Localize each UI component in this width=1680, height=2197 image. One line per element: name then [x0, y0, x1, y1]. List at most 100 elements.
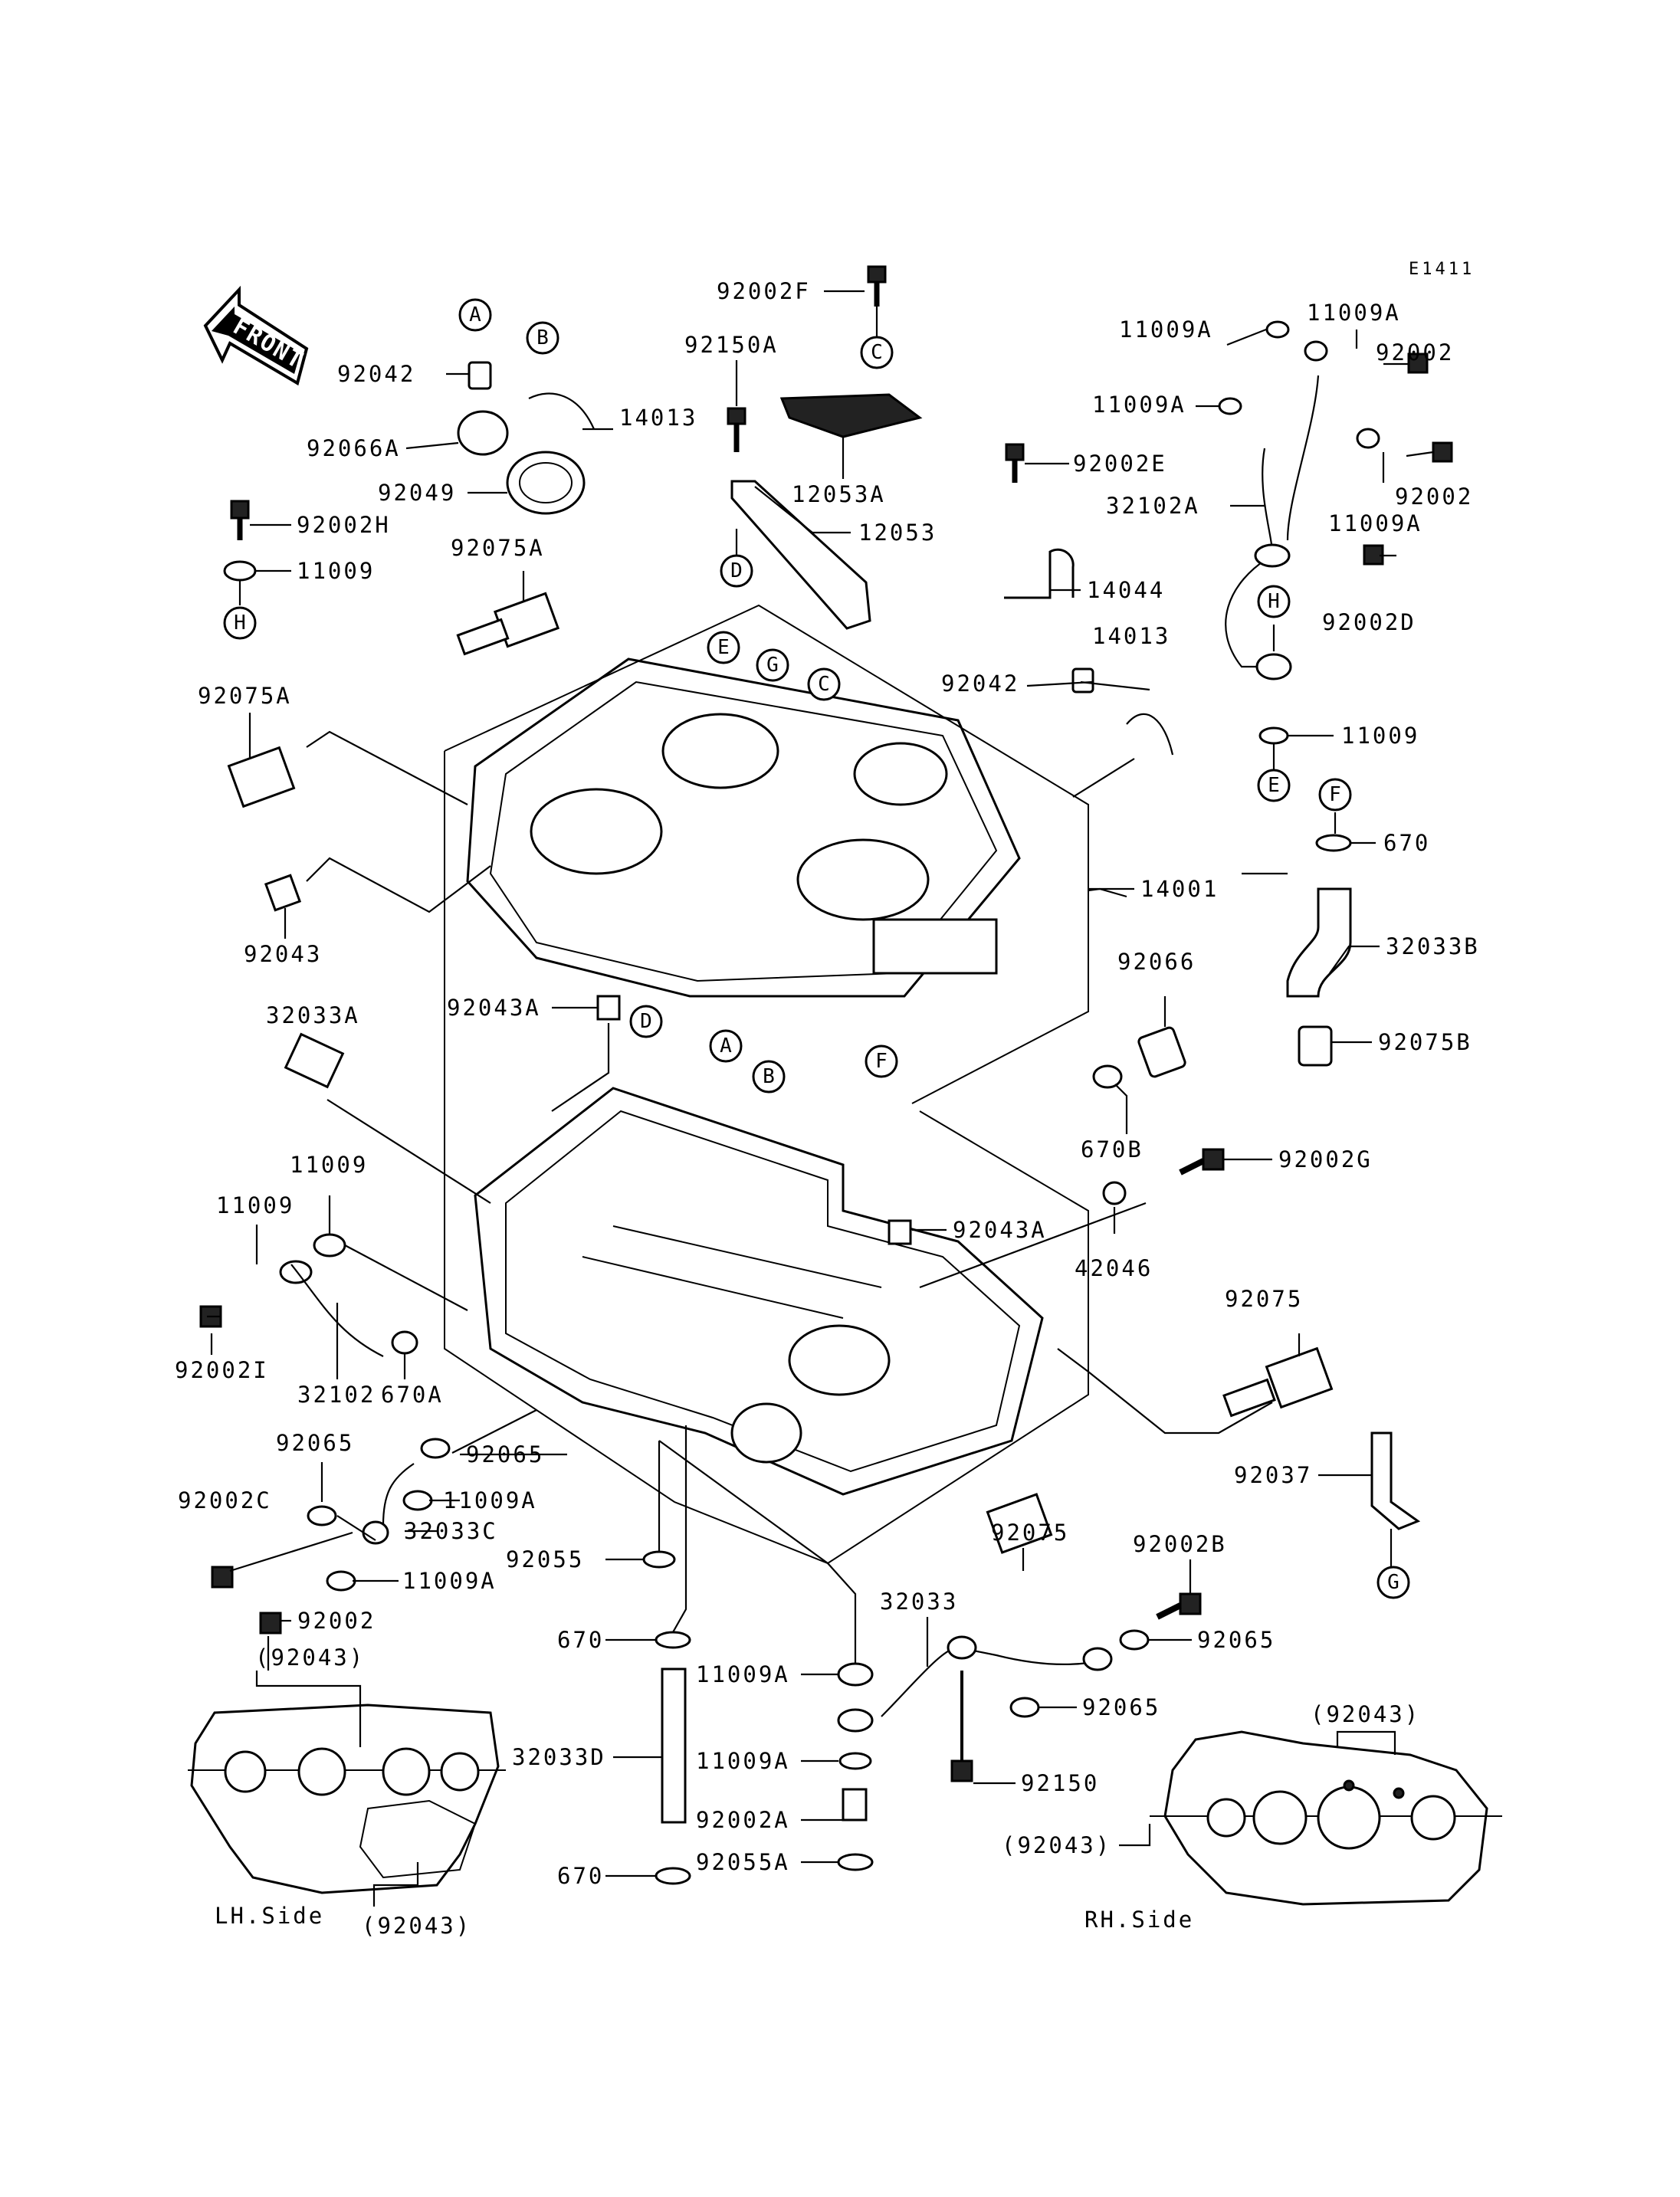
label-32033B: 32033B — [1386, 933, 1480, 959]
marker-A2: A — [709, 1029, 743, 1063]
label-92075A-top: 92075A — [451, 535, 545, 561]
label-14001: 14001 — [1140, 876, 1219, 902]
label-11009A-3: 11009A — [1307, 300, 1401, 326]
label-14013-top: 14013 — [619, 405, 697, 431]
label-14044: 14044 — [1087, 577, 1165, 603]
pin-92042-shape — [468, 361, 492, 390]
label-92066: 92066 — [1117, 949, 1196, 975]
label-14013-right: 14013 — [1092, 623, 1170, 649]
label-92075B: 92075B — [1378, 1029, 1472, 1055]
marker-H2: H — [1257, 585, 1291, 618]
label-92002-r1: 92002 — [1376, 339, 1454, 366]
svg-text:D: D — [730, 559, 743, 582]
svg-text:F: F — [875, 1050, 888, 1073]
diagram-code: E1411 — [1409, 260, 1475, 279]
svg-text:H: H — [1268, 590, 1280, 613]
label-92043-rh-top: (92043) — [1311, 1701, 1420, 1727]
svg-text:B: B — [763, 1065, 775, 1088]
label-11009-mid: 11009 — [290, 1152, 368, 1178]
marker-C1: C — [860, 336, 894, 369]
label-11009A-7: 11009A — [696, 1661, 790, 1687]
svg-text:F: F — [1329, 783, 1341, 806]
marker-G2: G — [1376, 1566, 1410, 1599]
label-12053: 12053 — [858, 520, 937, 546]
label-92066A: 92066A — [307, 435, 401, 461]
label-670-lower: 670 — [557, 1863, 604, 1889]
marker-E2: E — [1257, 769, 1291, 802]
upper-crankcase — [466, 657, 1021, 998]
label-32033A: 32033A — [266, 1002, 360, 1028]
label-92065-a: 92065 — [466, 1441, 544, 1467]
label-92150A: 92150A — [684, 332, 779, 358]
marker-F1: F — [1318, 778, 1352, 812]
svg-text:B: B — [536, 326, 549, 349]
marker-D1: D — [720, 554, 753, 588]
label-11009-left: 11009 — [297, 558, 375, 584]
part-labels: 92002F 92150A 12053A 12053 92002E 14044 … — [175, 278, 1480, 1939]
svg-text:E: E — [1268, 774, 1280, 797]
label-670B: 670B — [1081, 1136, 1144, 1162]
label-32102: 32102 — [297, 1382, 376, 1408]
label-42046: 42046 — [1075, 1255, 1153, 1281]
label-92002H: 92002H — [297, 512, 391, 538]
lh-side-view — [188, 1703, 506, 1894]
label-92055A: 92055A — [696, 1849, 790, 1875]
label-92042-right: 92042 — [941, 671, 1019, 697]
svg-text:D: D — [640, 1010, 652, 1033]
marker-H1: H — [223, 606, 257, 640]
label-92065-b: 92065 — [276, 1430, 354, 1456]
label-11009A-5: 11009A — [443, 1487, 537, 1513]
svg-text:C: C — [871, 341, 883, 364]
rh-side-view — [1150, 1730, 1502, 1906]
label-32033D: 32033D — [512, 1744, 606, 1770]
label-lh-side: LH.Side — [215, 1903, 324, 1929]
label-32102A: 32102A — [1106, 493, 1200, 519]
label-92002D: 92002D — [1322, 609, 1416, 635]
lower-crankcase — [474, 1087, 1044, 1496]
label-92075A-left: 92075A — [198, 683, 292, 709]
svg-text:A: A — [720, 1035, 732, 1058]
label-11009A-8: 11009A — [696, 1748, 790, 1774]
label-92002F: 92002F — [717, 278, 811, 304]
marker-A1: A — [458, 298, 492, 332]
label-92065-c: 92065 — [1197, 1627, 1275, 1653]
label-11009-lower: 11009 — [216, 1192, 294, 1218]
label-92075-lower: 92075 — [991, 1520, 1069, 1546]
label-92043-lh-bot: (92043) — [362, 1913, 471, 1939]
label-92049: 92049 — [378, 480, 456, 506]
label-92075-right: 92075 — [1225, 1286, 1303, 1312]
marker-E1: E — [707, 631, 740, 664]
label-92002G: 92002G — [1278, 1146, 1373, 1172]
label-92043-left: 92043 — [244, 941, 322, 967]
label-92002B: 92002B — [1133, 1531, 1227, 1557]
svg-text:G: G — [1387, 1571, 1399, 1594]
label-92037: 92037 — [1234, 1462, 1312, 1488]
label-11009A-1: 11009A — [1119, 316, 1213, 343]
label-92002E: 92002E — [1073, 451, 1167, 477]
marker-D2: D — [629, 1005, 663, 1038]
leader-lines — [207, 290, 1434, 1907]
label-92043-lh-top: (92043) — [255, 1644, 365, 1671]
label-92043A-top: 92043A — [447, 995, 541, 1021]
svg-text:H: H — [234, 612, 246, 635]
label-11009A-2: 11009A — [1092, 392, 1186, 418]
label-92065-d: 92065 — [1082, 1694, 1160, 1720]
svg-text:E: E — [717, 636, 730, 659]
label-32033C: 32033C — [404, 1518, 498, 1544]
label-92055: 92055 — [506, 1546, 584, 1572]
label-92002A: 92002A — [696, 1807, 790, 1833]
svg-text:C: C — [818, 673, 830, 696]
label-670A: 670A — [381, 1382, 444, 1408]
front-arrow-icon: FRONT — [203, 285, 308, 386]
label-670-mid: 670 — [557, 1627, 604, 1653]
label-11009A-4: 11009A — [1328, 510, 1422, 536]
svg-text:A: A — [469, 303, 481, 326]
label-12053A: 12053A — [792, 481, 886, 507]
label-32033: 32033 — [880, 1589, 958, 1615]
marker-C2: C — [807, 667, 841, 701]
marker-G1: G — [756, 648, 789, 682]
label-92043A-mid: 92043A — [953, 1217, 1047, 1243]
marker-B2: B — [752, 1060, 786, 1094]
marker-F2: F — [865, 1044, 898, 1078]
